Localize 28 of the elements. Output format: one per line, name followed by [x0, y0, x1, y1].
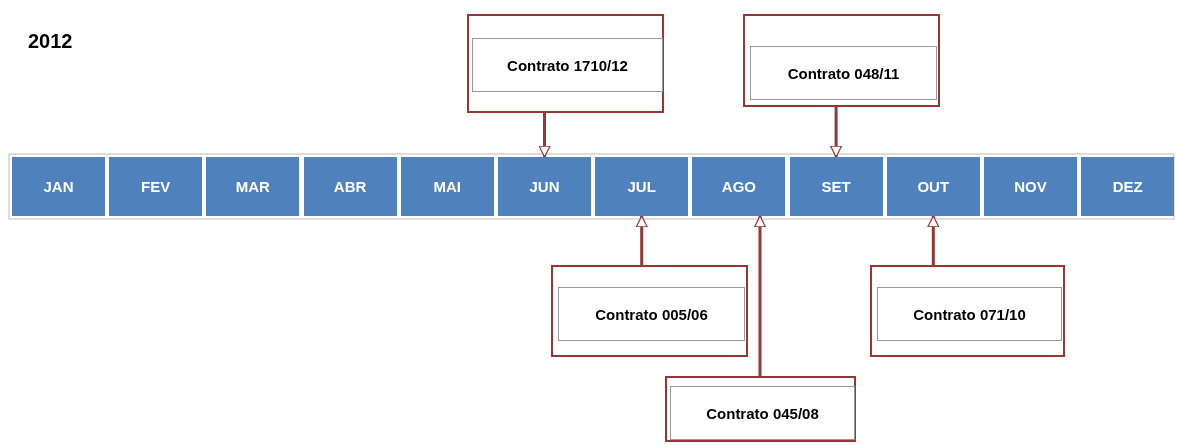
month-box: JAN — [12, 157, 105, 216]
contract-label: Contrato 1710/12 — [472, 38, 663, 92]
month-box: JUL — [595, 157, 689, 216]
month-box: AGO — [692, 157, 786, 216]
diagram-title: 2012 — [28, 30, 73, 53]
contract-label: Contrato 045/08 — [670, 386, 855, 440]
month-box: NOV — [984, 157, 1077, 216]
month-box: JUN — [498, 157, 591, 216]
arrow — [754, 215, 766, 376]
arrow — [635, 215, 648, 265]
arrow — [830, 107, 843, 158]
contract-label: Contrato 005/06 — [558, 287, 745, 341]
arrow — [538, 113, 551, 158]
month-box: MAR — [206, 157, 300, 216]
callout-box — [743, 14, 940, 107]
month-box: FEV — [109, 157, 203, 216]
callout-box — [665, 376, 856, 442]
contract-label: Contrato 048/11 — [750, 46, 937, 100]
callout-box — [467, 14, 664, 113]
month-box: OUT — [886, 157, 980, 216]
arrow — [927, 215, 940, 265]
callout-box — [551, 265, 748, 357]
month-box: ABR — [303, 157, 397, 216]
month-box: SET — [789, 157, 883, 216]
month-box: MAI — [400, 157, 494, 216]
contract-label: Contrato 071/10 — [877, 287, 1062, 341]
callout-box — [870, 265, 1065, 357]
month-box: DEZ — [1081, 157, 1175, 216]
